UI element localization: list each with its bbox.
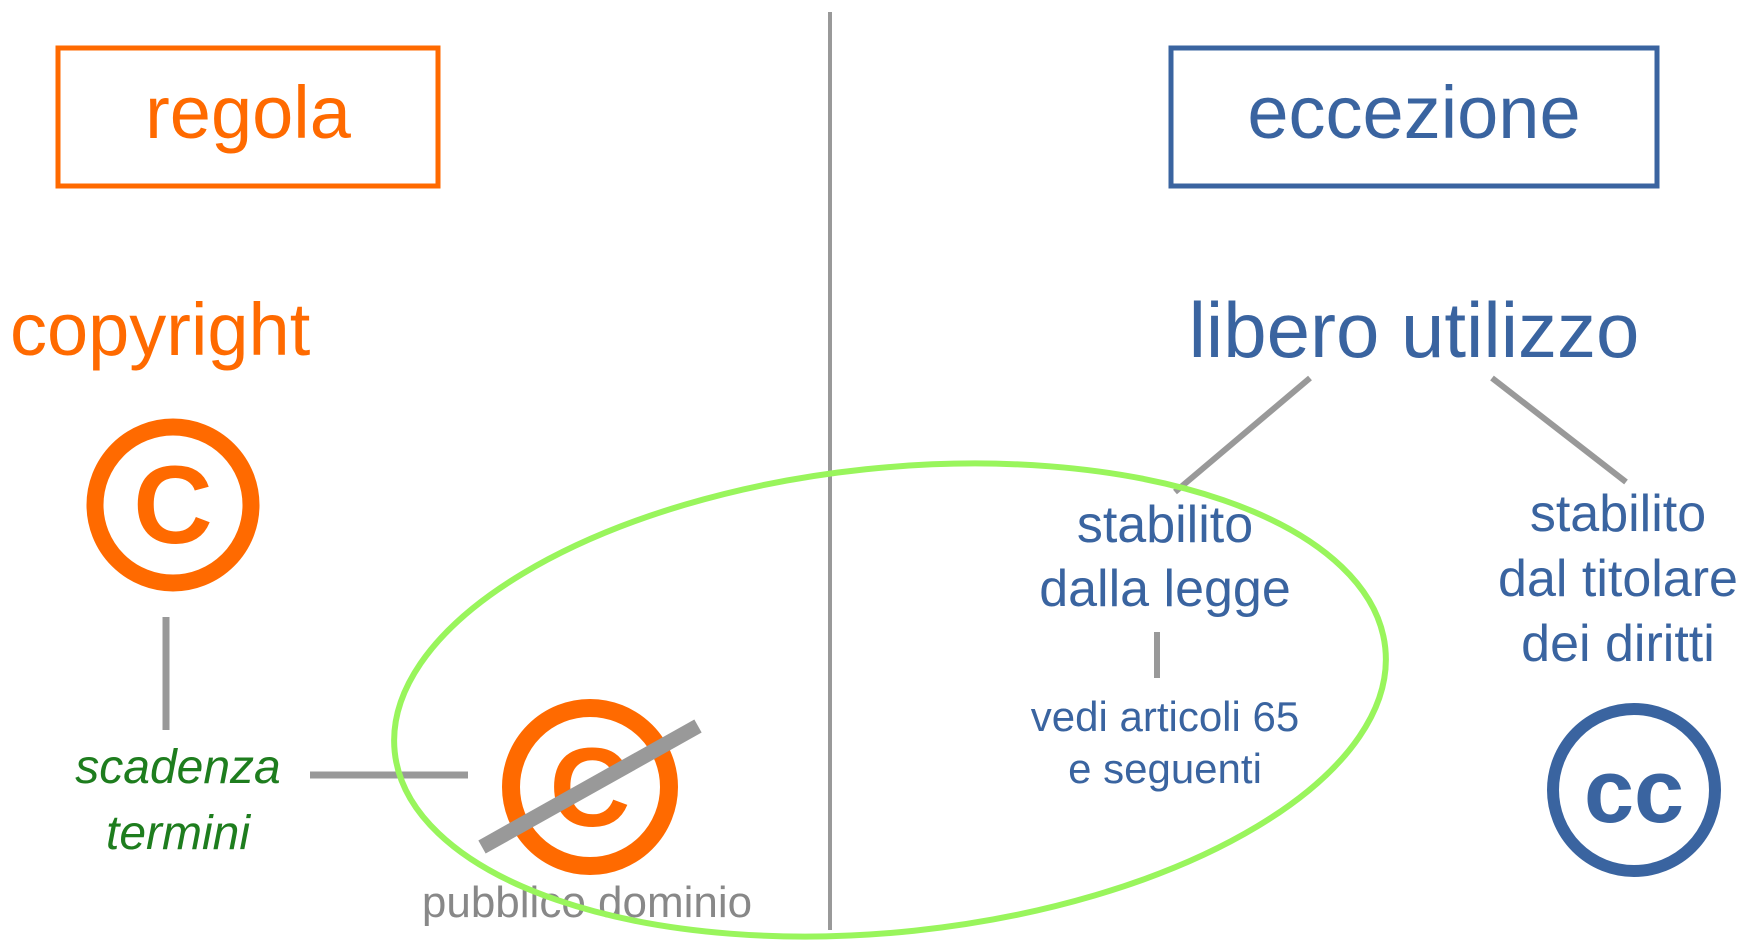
creative-commons-icon-letters: cc bbox=[1584, 742, 1684, 842]
copyright-heading: copyright bbox=[10, 288, 311, 371]
exception-box bbox=[1168, 45, 1660, 189]
public-domain-label: pubblico dominio bbox=[422, 878, 752, 927]
free-use-heading: libero utilizzo bbox=[1189, 286, 1640, 374]
expiry-line-2: termini bbox=[106, 807, 251, 860]
copyright-icon-letter: C bbox=[133, 444, 212, 567]
by-holder-line-3: dei diritti bbox=[1521, 615, 1715, 673]
by-holder-line-2: dal titolare bbox=[1498, 550, 1738, 608]
exception-label: eccezione bbox=[1247, 71, 1580, 154]
by-law-line-1: stabilito bbox=[1077, 496, 1253, 554]
public-domain-icon: C bbox=[478, 699, 702, 875]
by-holder-line-1: stabilito bbox=[1530, 485, 1706, 543]
highlight-ellipse bbox=[391, 460, 1389, 940]
connector-free-use-by-law bbox=[1173, 375, 1312, 495]
rule-label: regola bbox=[145, 71, 352, 154]
articles-line-2: e seguenti bbox=[1068, 745, 1262, 792]
copyright-icon: C bbox=[86, 418, 260, 592]
articles-line-1: vedi articoli 65 bbox=[1031, 693, 1299, 740]
rule-box bbox=[55, 45, 441, 189]
expiry-line-1: scadenza bbox=[75, 741, 280, 794]
by-law-line-2: dalla legge bbox=[1039, 560, 1291, 618]
connector-free-use-by-holder bbox=[1490, 375, 1628, 485]
strike-through-bar bbox=[478, 719, 702, 854]
creative-commons-icon: cc bbox=[1547, 703, 1721, 877]
